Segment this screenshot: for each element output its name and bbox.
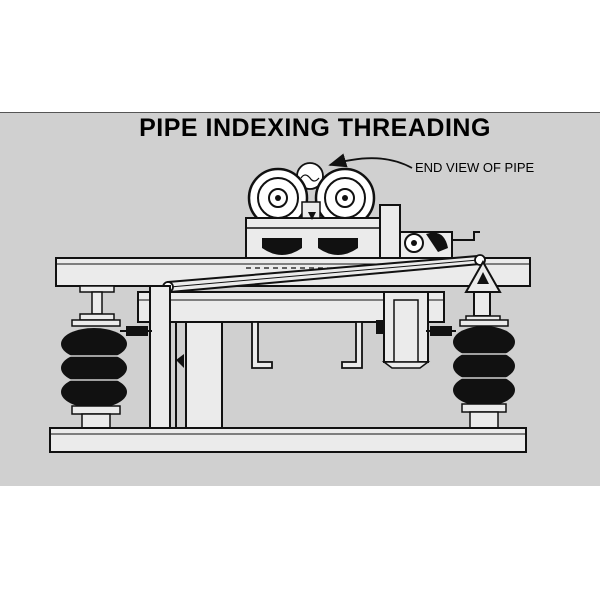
left-i-beam [79, 285, 115, 321]
right-air-bellow [453, 319, 515, 429]
right-roller [314, 167, 376, 229]
diagram-title: PIPE INDEXING THREADING [139, 114, 491, 142]
channel-brackets [251, 321, 363, 369]
callout-label: END VIEW OF PIPE [415, 160, 535, 175]
base-rail [49, 427, 527, 453]
left-roller [247, 167, 309, 229]
left-frame-column [149, 285, 223, 432]
pivot-support [464, 259, 502, 317]
bolt-left [120, 326, 152, 336]
bolt-right [426, 326, 456, 336]
roller-carriage [245, 201, 401, 263]
clamp-assembly [399, 231, 480, 259]
left-air-bellow [61, 319, 127, 429]
callout-arrow [328, 153, 413, 169]
right-frame-column [376, 291, 431, 369]
